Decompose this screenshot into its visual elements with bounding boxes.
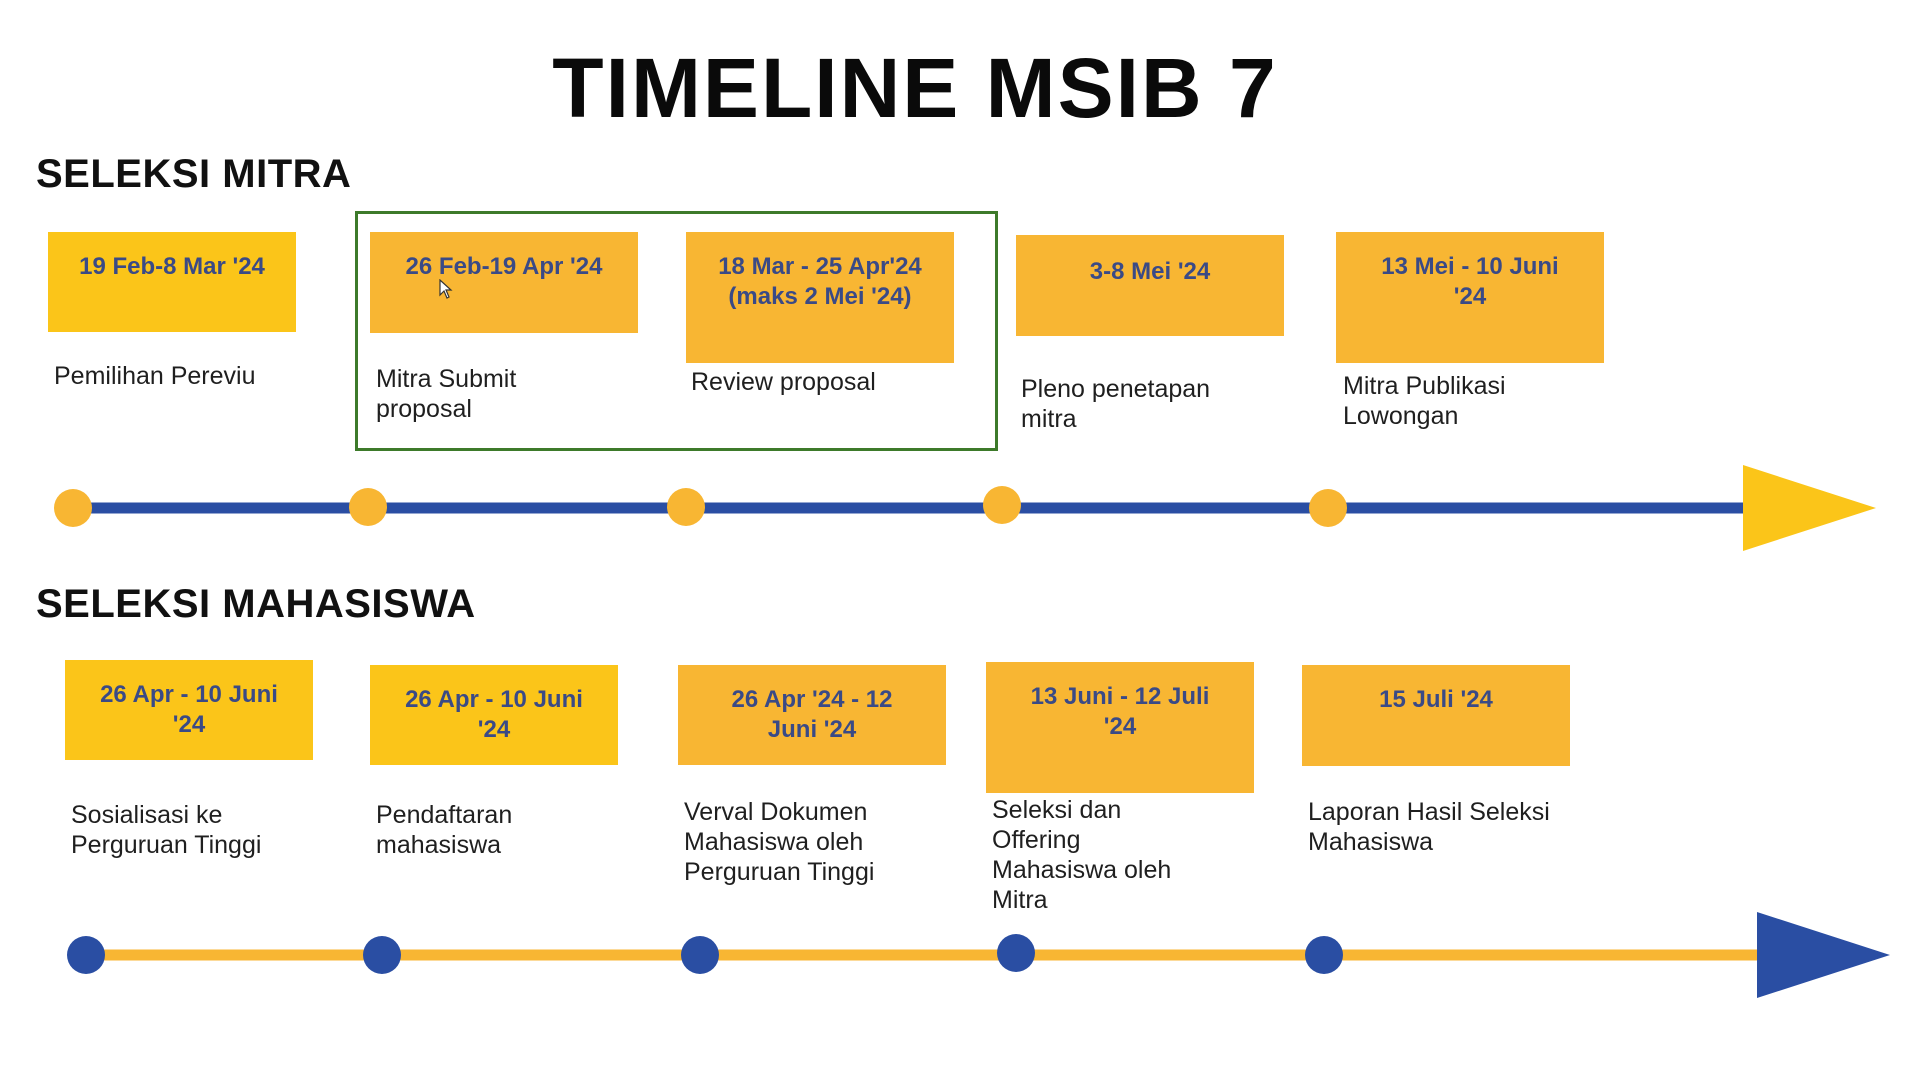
mitra-step-4-dot <box>983 486 1021 524</box>
mahasiswa-step-4-label: Seleksi dan Offering Mahasiswa oleh Mitr… <box>992 796 1172 914</box>
mahasiswa-timeline-arrow-head <box>1757 912 1890 998</box>
page-title: TIMELINE MSIB 7 <box>552 41 1278 135</box>
mahasiswa-step-3-dot <box>681 936 719 974</box>
mitra-step-2-dot <box>349 488 387 526</box>
mahasiswa-step-4-dot <box>997 934 1035 972</box>
mitra-step-4-date-box: 3-8 Mei '24 <box>1016 235 1284 336</box>
mahasiswa-step-2-dot <box>363 936 401 974</box>
mouse-pointer-icon <box>439 279 453 299</box>
mitra-step-5-date-box: 13 Mei - 10 Juni '24 <box>1336 232 1604 363</box>
mitra-step-2-label: Mitra Submit proposal <box>376 365 517 423</box>
mahasiswa-step-5-label: Laporan Hasil Seleksi Mahasiswa <box>1308 798 1550 856</box>
mitra-step-5-label: Mitra Publikasi Lowongan <box>1343 372 1506 430</box>
mitra-step-3-date-box: 18 Mar - 25 Apr'24 (maks 2 Mei '24) <box>686 232 954 363</box>
mahasiswa-step-4-date-box: 13 Juni - 12 Juli '24 <box>986 662 1254 793</box>
mahasiswa-step-1-dot <box>67 936 105 974</box>
mitra-timeline-arrow-head <box>1743 465 1876 551</box>
section-heading-seleksi-mitra: SELEKSI MITRA <box>36 152 352 196</box>
mitra-step-4-label: Pleno penetapan mitra <box>1021 375 1211 433</box>
mitra-step-3-dot <box>667 488 705 526</box>
mahasiswa-step-2-label: Pendaftaran mahasiswa <box>376 801 513 859</box>
mahasiswa-step-3-date-box: 26 Apr '24 - 12 Juni '24 <box>678 665 946 765</box>
mitra-step-5-dot <box>1309 489 1347 527</box>
mitra-step-1-dot <box>54 489 92 527</box>
mitra-step-1-label: Pemilihan Pereviu <box>54 362 256 390</box>
mahasiswa-step-2-date-box: 26 Apr - 10 Juni '24 <box>370 665 618 765</box>
mahasiswa-step-5-dot <box>1305 936 1343 974</box>
mahasiswa-step-5-date-box: 15 Juli '24 <box>1302 665 1570 766</box>
mitra-step-2-date-box: 26 Feb-19 Apr '24 <box>370 232 638 333</box>
mahasiswa-step-1-label: Sosialisasi ke Perguruan Tinggi <box>71 801 262 859</box>
section-heading-seleksi-mahasiswa: SELEKSI MAHASISWA <box>36 582 476 626</box>
mitra-step-3-label: Review proposal <box>691 368 876 396</box>
mahasiswa-step-3-label: Verval Dokumen Mahasiswa oleh Perguruan … <box>684 798 875 886</box>
mitra-step-1-date-box: 19 Feb-8 Mar '24 <box>48 232 296 332</box>
proposal-phase-highlight-frame <box>355 211 998 451</box>
mahasiswa-step-1-date-box: 26 Apr - 10 Juni '24 <box>65 660 313 760</box>
